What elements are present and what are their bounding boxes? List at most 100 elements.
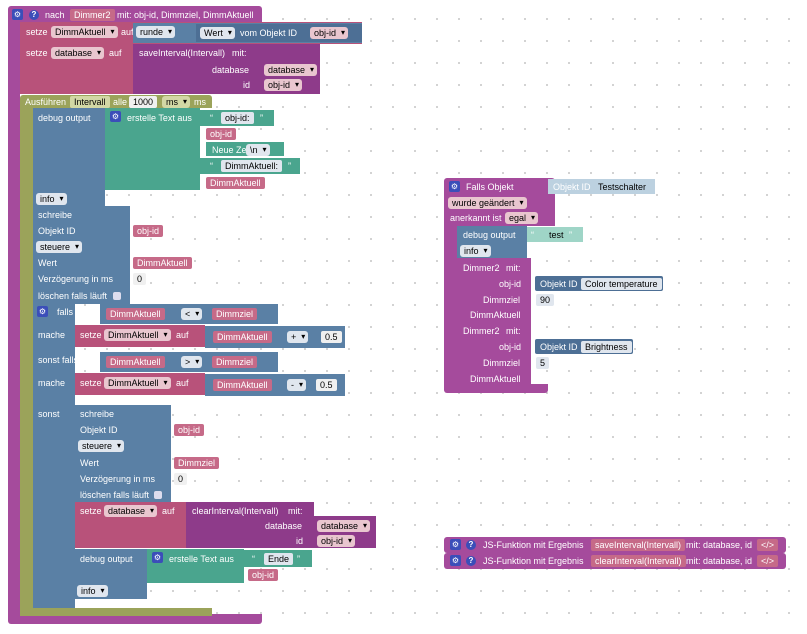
text-join-block[interactable] (105, 108, 200, 190)
object-id-value[interactable]: Color temperature (581, 278, 662, 290)
gear-icon[interactable]: ⚙ (110, 111, 121, 122)
clear-running-checkbox[interactable] (113, 292, 121, 300)
log-level-dropdown[interactable]: info (36, 193, 67, 205)
if-else-block[interactable] (33, 304, 75, 608)
delay-input[interactable]: 0 (174, 473, 188, 485)
write-keyword: schreibe (38, 210, 73, 220)
interval-keyword: Ausführen (25, 97, 67, 107)
value-label: Wert (80, 458, 99, 468)
call-dimmer2-block[interactable] (457, 258, 531, 322)
number-input[interactable]: 5 (536, 357, 550, 369)
log-level-dropdown[interactable]: info (77, 585, 108, 597)
object-id-label: Objekt ID (540, 342, 578, 352)
js-function-name[interactable]: clearInterval(Intervall) (591, 555, 686, 567)
variable-getter[interactable]: DimmAktuell (106, 356, 165, 368)
gear-icon[interactable]: ⚙ (37, 306, 48, 317)
value-dropdown[interactable]: Wert (200, 27, 235, 39)
variable-getter[interactable]: DimmAktuell (106, 308, 165, 320)
log-level-dropdown[interactable]: info (460, 245, 491, 257)
gear-icon[interactable]: ⚙ (152, 552, 163, 563)
object-id-label: Objekt ID (540, 279, 578, 289)
database-dropdown[interactable]: database (264, 64, 318, 76)
newline-dropdown[interactable]: \n (246, 144, 270, 156)
debug-output-block[interactable] (33, 108, 105, 206)
mode-dropdown[interactable]: steuere (78, 440, 125, 452)
write-keyword: schreibe (80, 409, 115, 419)
mode-dropdown[interactable]: steuere (36, 241, 83, 253)
variable-getter[interactable]: obj-id (248, 569, 279, 581)
unit-dropdown[interactable]: ms (162, 96, 190, 108)
database-dropdown[interactable]: database (317, 520, 371, 532)
text-literal[interactable]: Ende (264, 553, 294, 565)
write-block[interactable] (33, 206, 130, 304)
code-edit-icon[interactable]: </> (757, 539, 779, 551)
help-icon[interactable]: ? (466, 540, 476, 550)
variable-dropdown[interactable]: DimmAktuell (104, 377, 171, 389)
variable-getter[interactable]: Dimmziel (174, 457, 219, 469)
variable-getter[interactable]: DimmAktuell (206, 177, 265, 189)
param-label: database (212, 65, 250, 75)
math-operator-dropdown[interactable]: + (287, 331, 309, 343)
clear-running-label: löschen falls läuft (38, 291, 108, 301)
ack-dropdown[interactable]: egal (505, 212, 539, 224)
write-block[interactable] (75, 405, 171, 502)
number-input[interactable]: 90 (536, 294, 555, 306)
gear-icon[interactable]: ⚙ (449, 181, 460, 192)
call-dimmer2-block[interactable] (457, 322, 531, 386)
variable-dropdown[interactable]: DimmAktuell (104, 329, 171, 341)
call-clearinterval-block[interactable] (186, 502, 314, 548)
variable-getter[interactable]: Dimmziel (212, 308, 257, 320)
param-label: Dimmziel (483, 295, 520, 305)
js-function-name[interactable]: saveInterval(Intervall) (591, 539, 686, 551)
help-icon[interactable]: ? (29, 10, 39, 20)
variable-dropdown[interactable]: database (51, 47, 105, 59)
operator-dropdown[interactable]: > (181, 356, 203, 368)
clear-running-checkbox[interactable] (154, 491, 162, 499)
math-operator-dropdown[interactable]: - (287, 379, 306, 391)
text-literal[interactable]: test (549, 230, 564, 240)
procedure-name-field[interactable]: Dimmer2 (70, 9, 115, 21)
text-literal[interactable]: obj-id: (221, 112, 254, 124)
help-icon[interactable]: ? (466, 556, 476, 566)
variable-dropdown[interactable]: DimmAktuell (51, 26, 118, 38)
function-name: saveInterval(Intervall) (139, 48, 226, 58)
interval-var[interactable]: Intervall (70, 96, 110, 108)
text-literal[interactable]: DimmAktuell: (221, 160, 283, 172)
quote-close-icon: ” (569, 230, 572, 240)
quote-open-icon: “ (210, 161, 213, 171)
variable-dropdown[interactable]: database (104, 505, 158, 517)
code-edit-icon[interactable]: </> (757, 555, 779, 567)
change-type-dropdown[interactable]: wurde geändert (448, 197, 527, 209)
object-id-value[interactable]: Brightness (581, 341, 632, 353)
value-label: Wert (38, 258, 57, 268)
variable-getter[interactable]: obj-id (174, 424, 205, 436)
variable-getter[interactable]: obj-id (133, 225, 164, 237)
variable-getter[interactable]: obj-id (206, 128, 237, 140)
then-keyword: mache (38, 330, 66, 340)
object-id-value[interactable]: Testschalter (598, 182, 647, 192)
text-join-block[interactable] (147, 549, 244, 583)
variable-getter[interactable]: DimmAktuell (133, 257, 192, 269)
unit-label: ms (194, 97, 206, 107)
objid-dropdown[interactable]: obj-id (264, 79, 303, 91)
variable-getter[interactable]: Dimmziel (212, 356, 257, 368)
ack-label: anerkannt ist (450, 213, 502, 223)
js-function-params: mit: database, id (686, 540, 753, 550)
procedure-params: mit: obj-id, Dimmziel, DimmAktuell (117, 10, 254, 20)
delay-input[interactable]: 0 (133, 273, 147, 285)
variable-getter[interactable]: DimmAktuell (213, 331, 272, 343)
gear-icon[interactable]: ⚙ (450, 539, 461, 550)
objekt-id-block[interactable] (548, 179, 655, 194)
gear-icon[interactable]: ⚙ (12, 9, 23, 20)
gear-icon[interactable]: ⚙ (450, 555, 461, 566)
operator-dropdown[interactable]: < (181, 308, 203, 320)
mit-label: mit: (506, 263, 521, 273)
objid-dropdown[interactable]: obj-id (317, 535, 356, 547)
interval-num[interactable]: 1000 (129, 96, 158, 108)
number-input[interactable]: 0.5 (321, 331, 342, 343)
variable-getter[interactable]: DimmAktuell (213, 379, 272, 391)
round-dropdown[interactable]: runde (136, 26, 176, 38)
mit-label: mit: (288, 506, 303, 516)
objid-dropdown[interactable]: obj-id (310, 27, 349, 39)
number-input[interactable]: 0.5 (316, 379, 337, 391)
